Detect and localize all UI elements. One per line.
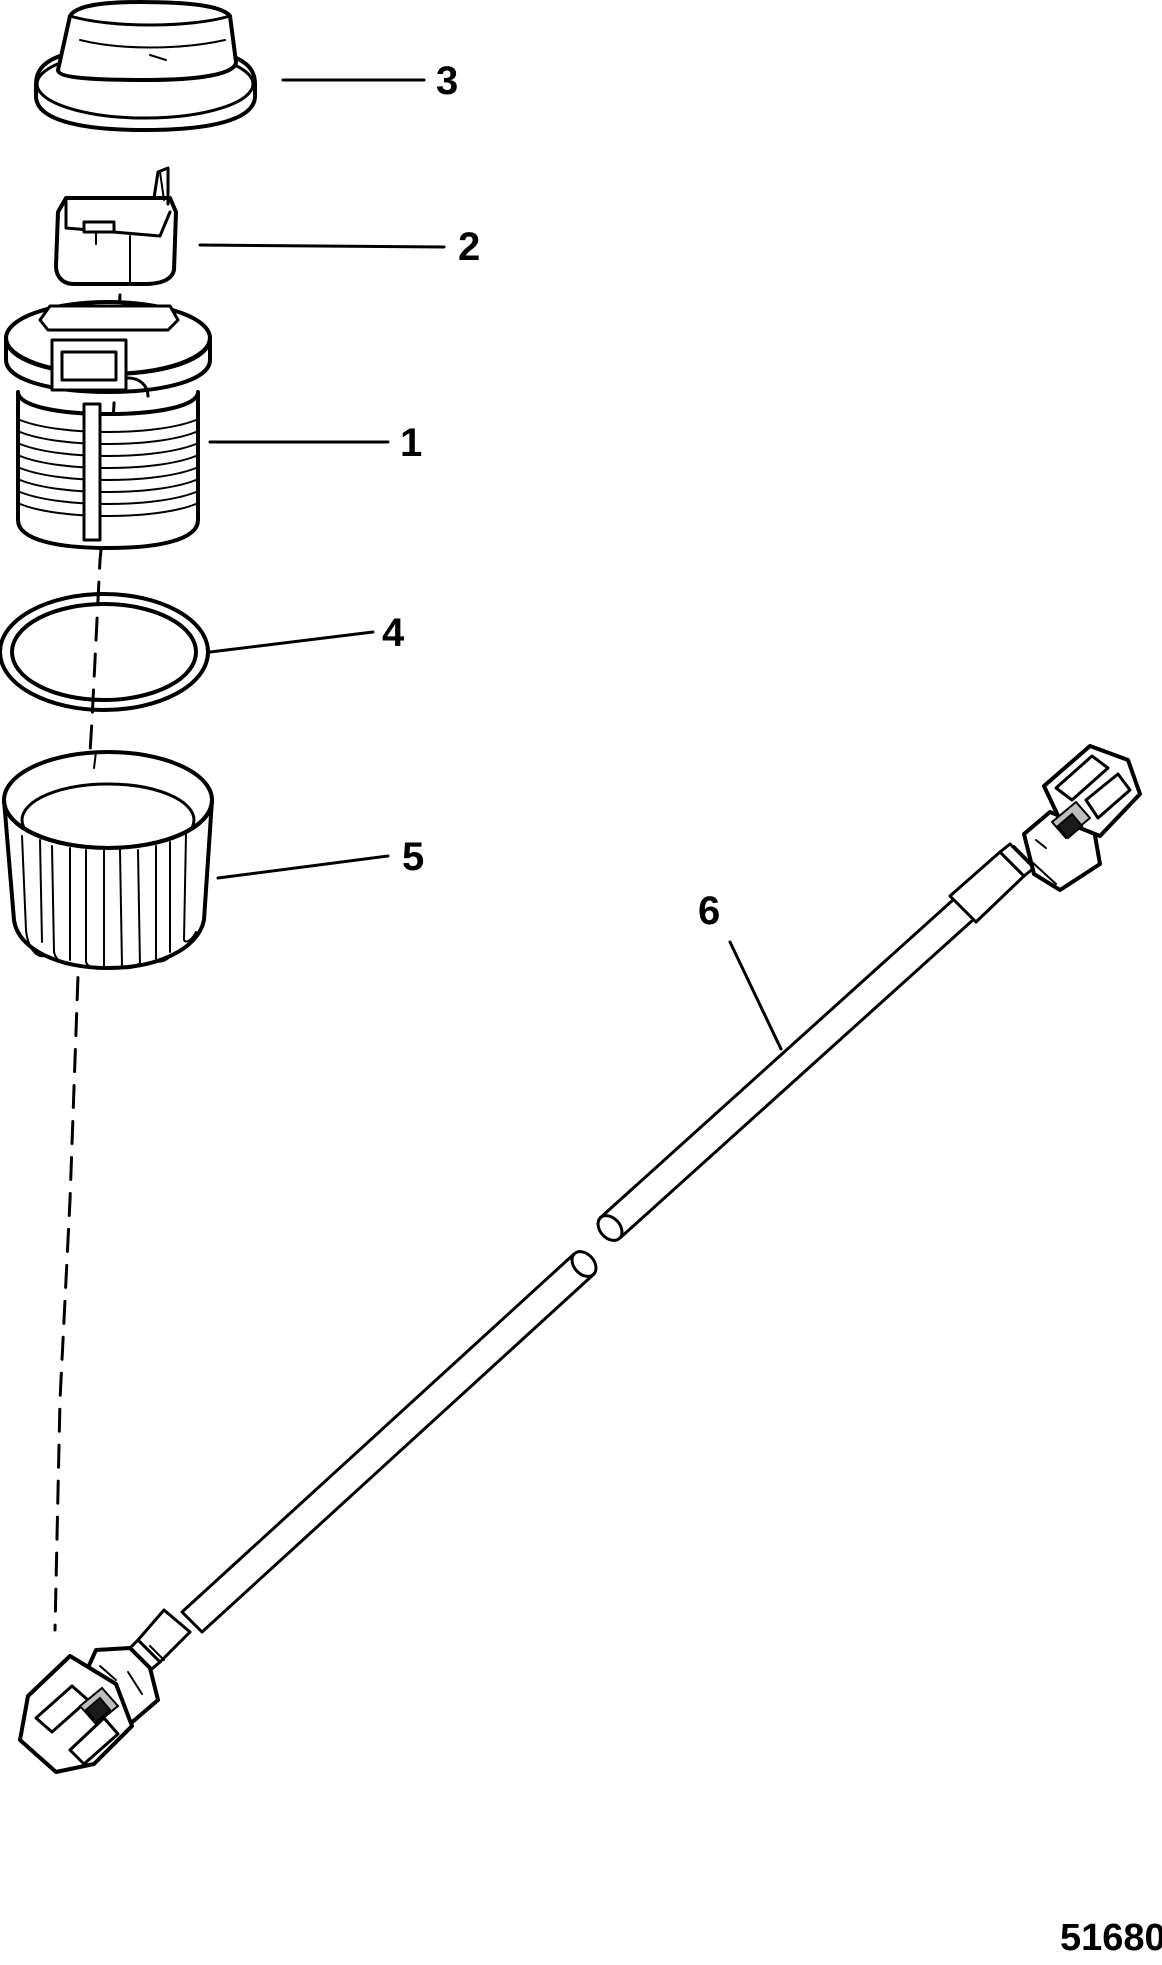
callout-number-4: 4	[382, 611, 405, 655]
harness-connector-upper	[1022, 744, 1142, 892]
leader-lines	[198, 78, 783, 1051]
housing-thread-lines	[19, 419, 197, 517]
leader-line-5	[216, 854, 390, 880]
leader-line-2	[198, 243, 446, 249]
part-3-cap	[34, 0, 257, 132]
callout-number-3: 3	[436, 59, 458, 103]
part-6-harness	[18, 744, 1142, 1774]
leader-line-4	[208, 630, 375, 654]
part-5-nut	[2, 750, 214, 970]
nut-grip-ribs	[21, 833, 197, 970]
part-4-o-ring	[0, 592, 210, 712]
figure-id: 51680	[1060, 1917, 1162, 1959]
callout-number-5: 5	[402, 835, 424, 879]
leader-line-6	[728, 940, 783, 1051]
part-2-plug	[54, 166, 178, 286]
callout-number-2: 2	[458, 225, 480, 269]
callout-number-6: 6	[698, 889, 720, 933]
callout-number-1: 1	[400, 421, 422, 465]
part-1-housing	[4, 300, 212, 550]
harness-connector-lower	[18, 1646, 160, 1774]
